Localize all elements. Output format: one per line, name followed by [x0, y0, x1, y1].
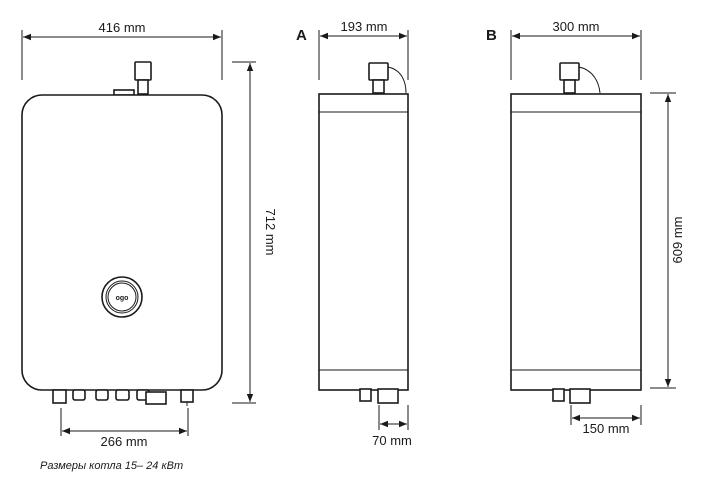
side-a-label: A [296, 27, 307, 44]
boiler-side-a-body [318, 93, 409, 391]
side-b-label: B [486, 27, 497, 44]
caption: Размеры котла 15– 24 кВт [40, 460, 183, 472]
side-b-depth-label: 300 mm [553, 19, 600, 34]
side-b-height-label: 609 mm [670, 217, 685, 264]
side-b-offset-label: 150 mm [583, 421, 630, 436]
front-connections-label: 266 mm [101, 434, 148, 449]
front-width-label: 416 mm [99, 20, 146, 35]
front-view: 416 mm ogo 712 m [21, 20, 278, 449]
control-knob-icon: ogo [101, 276, 143, 318]
side-a-offset-label: 70 mm [372, 433, 412, 448]
valve-icon [368, 62, 407, 94]
bottom-fittings-icon [52, 389, 194, 406]
logo-text: ogo [116, 295, 129, 302]
boiler-front-body [21, 94, 223, 391]
valve-icon [113, 61, 152, 96]
side-a-depth-label: 193 mm [341, 19, 388, 34]
valve-icon [559, 62, 601, 94]
front-height-label: 712 mm [263, 209, 278, 256]
boiler-side-b-body [510, 93, 642, 391]
side-view-b: B 300 mm 609 mm 150 mm [486, 19, 685, 436]
side-view-a: A 193 mm 70 mm [296, 19, 412, 448]
